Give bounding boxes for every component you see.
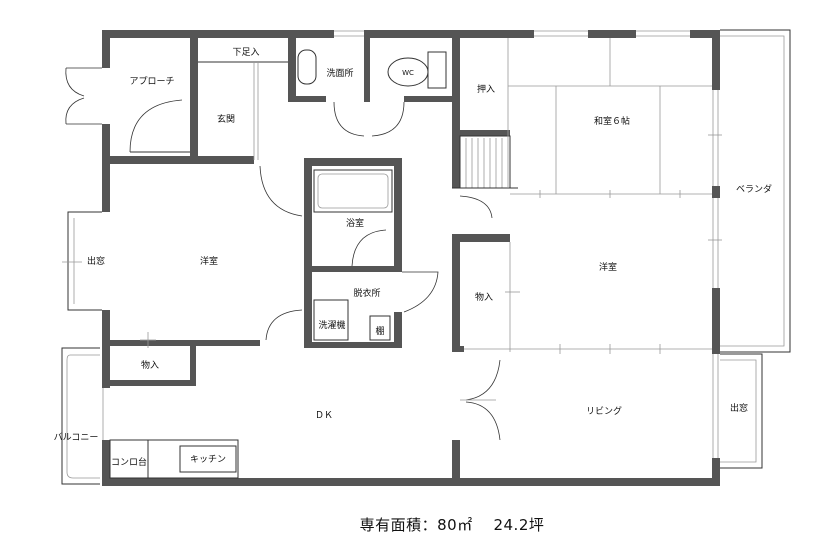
stairs (452, 135, 518, 189)
label-bay-window-right: 出窓 (730, 402, 748, 414)
label-dk: ＤＫ (315, 411, 333, 421)
label-youshitsu-left: 洋室 (200, 255, 218, 267)
label-kitchen: キッチン (190, 454, 226, 465)
kitchen-counters (109, 439, 239, 479)
washroom-fixtures (297, 49, 405, 137)
label-veranda: ベランダ (736, 183, 772, 195)
bathroom-door (351, 229, 387, 267)
label-washing-machine: 洗濯機 (318, 319, 345, 331)
balcony-outline (61, 347, 100, 485)
label-entrance: 玄関 (217, 113, 235, 125)
label-balcony: バルコニー (54, 432, 99, 443)
left-room-doors (140, 165, 303, 348)
label-stove-stand: コンロ台 (111, 456, 147, 468)
veranda-outline (720, 29, 791, 353)
dressing-door (402, 271, 439, 313)
label-wc: WC (402, 69, 414, 77)
label-living: リビング (586, 405, 622, 417)
label-shoe-closet: 下足入 (232, 47, 259, 58)
entrance-door (65, 67, 190, 153)
shoe-closet-outline (198, 61, 288, 160)
right-room-lines (459, 195, 712, 441)
label-dressing-room: 脱衣所 (353, 287, 380, 299)
label-washitsu: 和室６帖 (594, 115, 630, 127)
left-bay-window-outline (62, 211, 102, 311)
toilet-icon (387, 51, 447, 89)
label-approach: アプローチ (129, 76, 174, 87)
right-bay-window-outline (720, 353, 763, 469)
windows (102, 30, 722, 458)
label-youshitsu-right: 洋室 (599, 261, 617, 273)
label-washroom: 洗面所 (326, 67, 353, 79)
shelf-box (369, 315, 391, 341)
label-shelf: 棚 (375, 325, 384, 337)
label-bathroom: 浴室 (346, 217, 364, 229)
label-storage-left: 物入 (141, 359, 159, 371)
interior-walls (102, 38, 720, 486)
tatami-lines (507, 38, 712, 198)
label-oshiire: 押入 (477, 83, 495, 95)
exterior-walls (102, 30, 720, 486)
area-caption: 専有面積：80㎡ 24.2坪 (360, 516, 545, 534)
label-storage-right: 物入 (475, 291, 493, 303)
washing-machine-box (313, 299, 349, 341)
bathtub (313, 169, 393, 213)
label-bay-window-left: 出窓 (87, 255, 105, 267)
